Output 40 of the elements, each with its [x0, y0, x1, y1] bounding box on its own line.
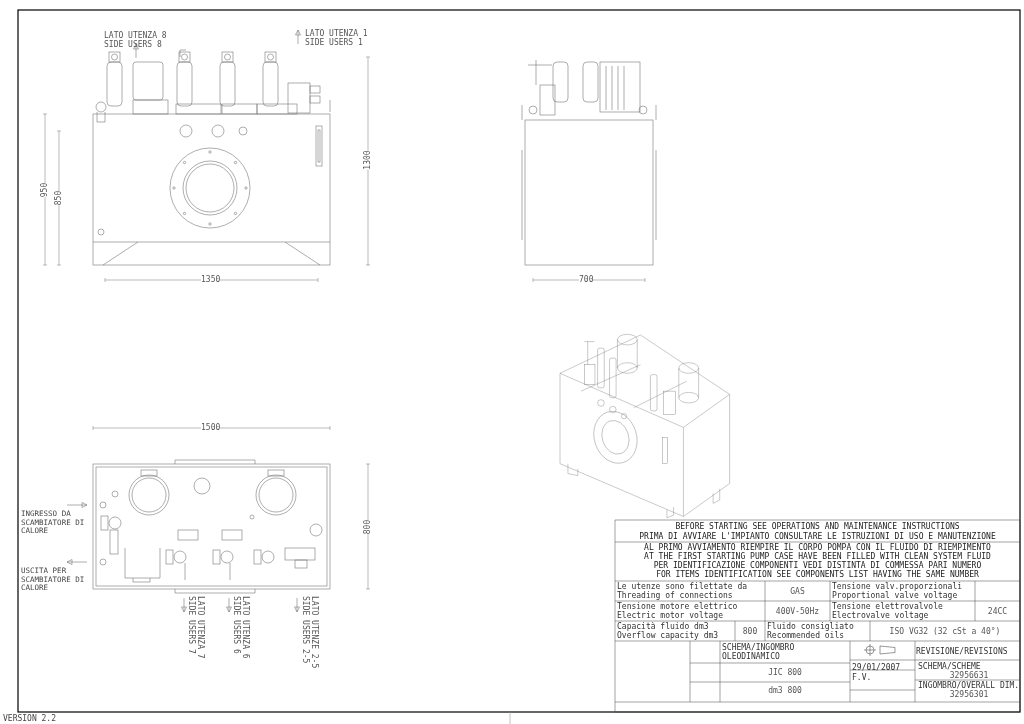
title-block-value: GAS	[789, 587, 806, 597]
instruction-text: AT THE FIRST STARTING PUMP CASE HAVE BEEN FILLED WITH CLEAN SYSTEM FLUID	[643, 552, 992, 561]
instruction-text: AL PRIMO AVVIAMENTO RIEMPIRE IL CORPO POMPA CON IL FLUIDO DI RIEMPIMENTO	[643, 543, 992, 552]
title-block-value: 400V-50Hz	[774, 607, 821, 617]
instruction-text: PER IDENTIFICAZIONE COMPONENTI VEDI DISTINTA DI COMMESSA PARI NUMERO	[652, 561, 983, 570]
title-block-text: 29/01/2007	[852, 663, 902, 673]
side-users-label: LATO UTENZE 2-5 SIDE USERS 2-5	[300, 596, 320, 671]
title-block-value: ISO VG32 (32 cSt a 40°)	[888, 627, 1002, 637]
dimension-value: 850	[54, 190, 64, 206]
title-block-text: F.V.	[852, 673, 873, 683]
title-block-text: SCHEMA/INGOMBRO OLEODINAMICO	[722, 643, 796, 662]
title-block-value: 800	[741, 627, 759, 637]
title-block-text: Tensione valv.proporzionali Proportional valve voltage	[832, 582, 964, 601]
instruction-text: PRIMA DI AVVIARE L'IMPIANTO CONSULTARE LE ISTRUZIONI DI USO E MANUTENZIONE	[638, 531, 997, 541]
title-block-text: INGOMBRO/OVERALL DIM.	[918, 681, 1020, 690]
title-block-text: Le utenze sono filettate da Threading of connections	[617, 582, 749, 601]
dimension-value: 1500	[201, 423, 221, 433]
side-users-label: LATO UTENZA 1 SIDE USERS 1	[305, 29, 369, 48]
title-block-text: Tensione elettrovalvole Electrovalve voltage	[832, 602, 944, 621]
title-block-text: REVISIONE/REVISIONS	[916, 647, 1009, 657]
dimension-value: 1350	[201, 275, 221, 285]
dimension-value: 950	[40, 182, 50, 198]
title-block-text: Tensione motore elettrico Electric motor voltage	[617, 602, 739, 621]
title-block-text: SCHEMA/SCHEME	[918, 662, 982, 671]
instruction-text: BEFORE STARTING SEE OPERATIONS AND MAINTENANCE INSTRUCTIONS	[674, 522, 961, 532]
instruction-text: FOR ITEMS IDENTIFICATION SEE COMPONENTS LIST HAVING THE SAME NUMBER	[655, 570, 980, 580]
version-label: VERSION 2.2	[3, 714, 56, 724]
title-block-value: 32956301	[948, 690, 990, 700]
title-block-text: Capacità fluido dm3 Overflow capacity dm3	[617, 622, 720, 641]
dimension-value: 800	[363, 519, 373, 535]
title-block-value: 32956631	[948, 671, 990, 681]
side-users-label: LATO UTENZA 8 SIDE USERS 8	[104, 31, 168, 50]
title-block-value: dm3 800	[767, 686, 803, 696]
side-users-label: LATO UTENZA 7 SIDE USERS 7	[186, 596, 206, 661]
title-block-value: JIC 800	[767, 668, 803, 678]
title-block-text: Fluido consigliato Recommended oils	[767, 622, 855, 641]
dimension-value: 1300	[363, 150, 373, 170]
dimension-value: 700	[579, 275, 594, 285]
title-block-value: 24CC	[986, 607, 1009, 617]
side-users-label: LATO UTENZA 6 SIDE USERS 6	[231, 596, 251, 661]
